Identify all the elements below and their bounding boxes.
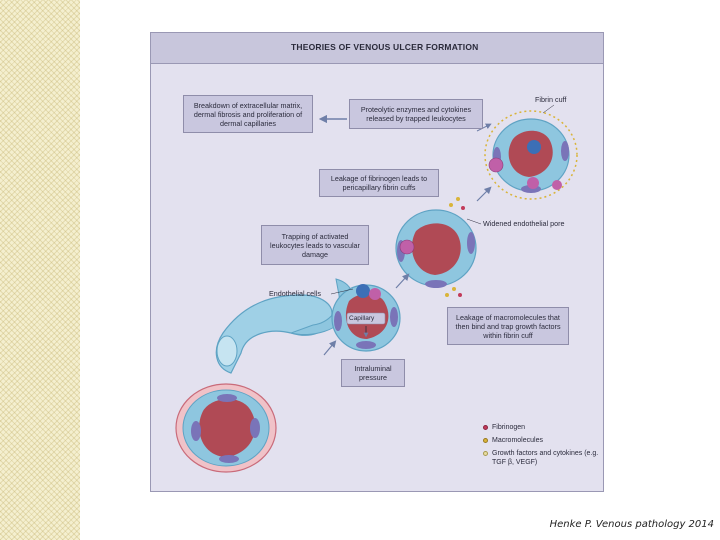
- pressure-box: Intraluminal pressure: [341, 359, 405, 387]
- vein-cross-section: [175, 383, 277, 473]
- growth-factors-legend-dot: [483, 451, 488, 456]
- diagram-figure: THEORIES OF VENOUS ULCER FORMATION: [150, 32, 604, 492]
- legend-macromolecules: Macromolecules: [492, 437, 543, 444]
- proteolytic-box: Proteolytic enzymes and cytokines releas…: [349, 99, 483, 129]
- fibrin-cuff-label: Fibrin cuff: [535, 95, 567, 104]
- breakdown-box: Breakdown of extracellular matrix, derma…: [183, 95, 313, 133]
- capillary-label: Capillary: [349, 315, 375, 322]
- endothelial-cells-label: Endothelial cells: [269, 289, 321, 298]
- fibrinogen-leakage-box: Leakage of fibrinogen leads to pericapil…: [319, 169, 439, 197]
- fibrinogen-legend-dot: [483, 425, 488, 430]
- figure-title: THEORIES OF VENOUS ULCER FORMATION: [291, 42, 479, 52]
- figure-header: THEORIES OF VENOUS ULCER FORMATION: [151, 33, 603, 64]
- macromolecules-legend-dot: [483, 438, 488, 443]
- leukocyte-trapping-box: Trapping of activated leukocytes leads t…: [261, 225, 369, 265]
- fibrin-cuff-vessel: [484, 110, 578, 200]
- diagram-illustration: [175, 104, 578, 473]
- capillary-cross-section: [331, 284, 401, 352]
- legend-growth-factors: Growth factors and cytokines (e.g. TGF β…: [492, 450, 599, 466]
- source-credit: Henke P. Venous pathology 2014: [549, 519, 714, 530]
- widened-pore-label: Widened endothelial pore: [483, 219, 565, 228]
- process-arrows: [318, 114, 492, 356]
- side-pattern: [0, 0, 80, 540]
- widened-pore-vessel: [395, 197, 477, 297]
- label-leaders: [330, 104, 555, 295]
- legend-fibrinogen: Fibrinogen: [492, 424, 526, 431]
- macromolecule-leakage-box: Leakage of macromolecules that then bind…: [447, 307, 569, 345]
